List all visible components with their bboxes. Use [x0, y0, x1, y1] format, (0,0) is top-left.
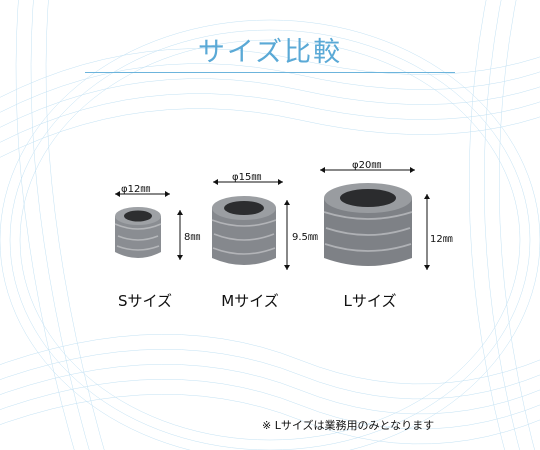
s-width-label: φ12㎜	[121, 184, 151, 195]
l-size-stone-image	[323, 183, 413, 266]
page-title: サイズ比較	[197, 37, 343, 68]
m-size-label: Mサイズ	[221, 292, 279, 310]
l-height-label: 12㎜	[430, 234, 453, 245]
s-size-label: Sサイズ	[117, 292, 173, 310]
m-width-label: φ15㎜	[232, 172, 262, 183]
l-size-label: Lサイズ	[343, 292, 397, 310]
s-size-stone-image	[114, 207, 162, 258]
footnote: ※ Lサイズは業務用のみとなります	[262, 419, 435, 432]
s-size-dimension-graphic	[115, 191, 183, 260]
m-size-dimension-graphic	[213, 179, 290, 270]
l-width-label: φ20㎜	[352, 160, 382, 171]
title-underline	[85, 72, 455, 73]
m-height-label: 9.5㎜	[292, 232, 318, 243]
m-size-stone-image	[211, 196, 277, 265]
l-size-dimension-graphic	[320, 167, 430, 270]
s-height-label: 8㎜	[184, 232, 201, 243]
